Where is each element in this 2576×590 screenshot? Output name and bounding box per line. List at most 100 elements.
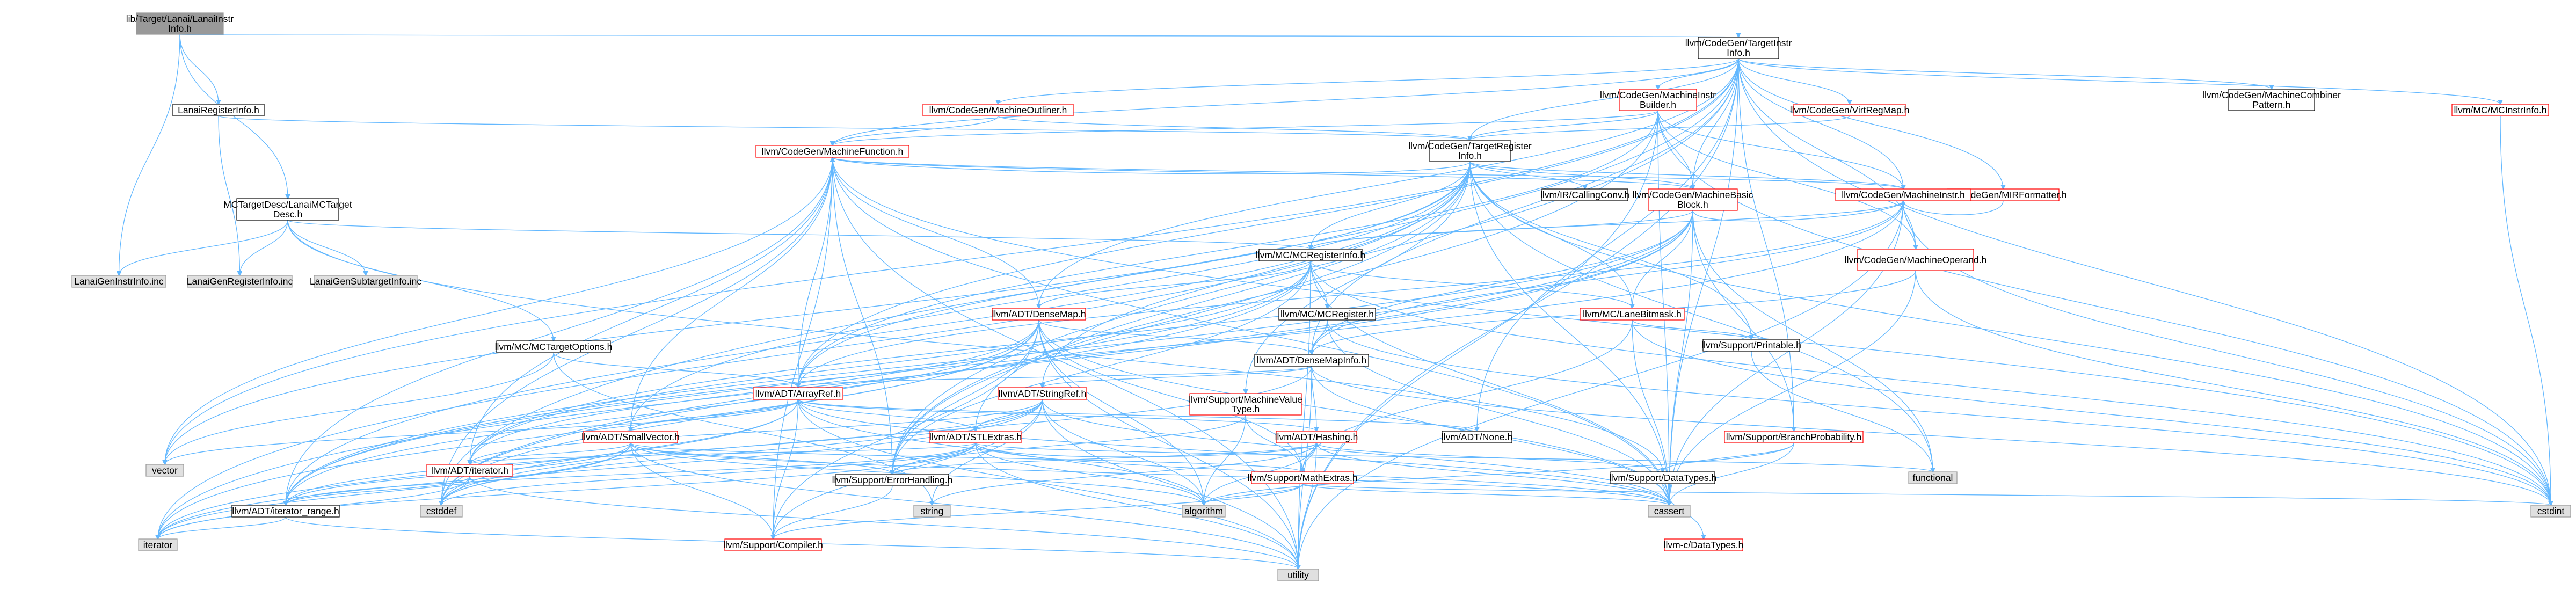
node-none[interactable]: llvm/ADT/None.h xyxy=(1442,431,1512,443)
edge-tri-to-cas xyxy=(1469,161,1669,505)
node-me[interactable]: llvm/Support/MathExtras.h xyxy=(1247,471,1358,484)
edge-ar-to-ste xyxy=(797,399,976,431)
node-lgs[interactable]: LanaiGenSubtargetInfo.inc xyxy=(310,275,421,288)
node-sr[interactable]: llvm/ADT/StringRef.h xyxy=(998,387,1087,400)
edge-mbb-to-bp xyxy=(1692,210,1794,431)
node-algo[interactable]: algorithm xyxy=(1182,505,1226,518)
edge-mcri-to-dm xyxy=(1039,260,1311,308)
edge-ste-to-csd xyxy=(441,442,976,505)
node-lri[interactable]: LanaiRegisterInfo.h xyxy=(172,104,265,116)
node-hs[interactable]: llvm/ADT/Hashing.h xyxy=(1275,431,1358,443)
node-mcto[interactable]: llvm/MC/MCTargetOptions.h xyxy=(495,340,613,353)
edge-tri-to-sv xyxy=(631,161,1471,431)
node-cas[interactable]: cassert xyxy=(1648,505,1691,518)
node-eh[interactable]: llvm/Support/ErrorHandling.h xyxy=(832,474,953,486)
edge-sv-to-util xyxy=(630,442,1299,569)
node-label: llvm/Support/MathExtras.h xyxy=(1247,472,1357,483)
node-box xyxy=(1278,308,1376,321)
edge-dm-to-iter xyxy=(158,319,1039,539)
node-label: llvm/CodeGen/MachineOutliner.h xyxy=(929,105,1067,115)
node-dt[interactable]: llvm/Support/DataTypes.h xyxy=(1609,471,1716,484)
node-ar[interactable]: llvm/ADT/ArrayRef.h xyxy=(753,387,843,400)
node-box xyxy=(992,308,1086,321)
node-vec[interactable]: vector xyxy=(145,464,184,477)
edge-tii-to-mf xyxy=(833,58,1739,145)
node-fn[interactable]: functional xyxy=(1908,471,1958,484)
node-label-line: MCTargetDesc/LanaiMCTarget xyxy=(223,199,352,210)
edge-mirf-to-mi xyxy=(1903,201,2004,215)
node-mcr[interactable]: llvm/MC/MCRegister.h xyxy=(1278,308,1376,321)
node-label-line: iterator xyxy=(143,540,173,550)
node-mo[interactable]: llvm/CodeGen/MachineOperand.h xyxy=(1845,249,1987,271)
node-sv[interactable]: llvm/ADT/SmallVector.h xyxy=(581,431,680,443)
edge-tri-to-mvt xyxy=(1246,161,1471,394)
edge-mbb-to-it xyxy=(470,210,1693,464)
node-box xyxy=(1648,188,1738,211)
node-mf[interactable]: llvm/CodeGen/MachineFunction.h xyxy=(755,145,909,158)
node-label-line: llvm/ADT/iterator.h xyxy=(431,465,508,476)
node-lb[interactable]: llvm/MC/LaneBitmask.h xyxy=(1580,308,1685,321)
node-util[interactable]: utility xyxy=(1277,569,1319,581)
node-comp[interactable]: llvm/Support/Compiler.h xyxy=(723,538,823,551)
node-label: llvm/ADT/None.h xyxy=(1442,432,1512,442)
node-box xyxy=(2451,104,2549,116)
edge-lb-to-pr xyxy=(1632,319,1751,339)
node-label-line: llvm/ADT/StringRef.h xyxy=(999,388,1086,399)
node-lgi[interactable]: LanaiGenInstrInfo.inc xyxy=(71,275,166,288)
node-lgr[interactable]: LanaiGenRegisterInfo.inc xyxy=(187,275,293,288)
node-box xyxy=(1835,188,1971,201)
node-csd[interactable]: cstddef xyxy=(420,505,463,518)
edge-mvt-to-me xyxy=(1245,414,1302,472)
edge-tri-to-mbb xyxy=(1469,161,1693,189)
node-label: llvm/MC/MCInstrInfo.h xyxy=(2454,105,2546,115)
node-ste[interactable]: llvm/ADT/STLExtras.h xyxy=(929,431,1022,443)
edge-dmi-to-ci xyxy=(1311,366,2551,505)
edge-sr-to-iter xyxy=(158,399,1043,539)
node-box xyxy=(1276,431,1357,443)
edge-mi-to-mcri xyxy=(1311,200,1904,249)
node-it[interactable]: llvm/ADT/iterator.h xyxy=(426,464,513,477)
node-dmi[interactable]: llvm/ADT/DenseMapInfo.h xyxy=(1254,354,1369,367)
node-vrm[interactable]: llvm/CodeGen/VirtRegMap.h xyxy=(1790,104,1909,116)
node-box xyxy=(1258,249,1363,261)
node-box xyxy=(1664,538,1743,551)
node-mcii[interactable]: llvm/MC/MCInstrInfo.h xyxy=(2451,104,2549,116)
node-str[interactable]: string xyxy=(913,505,951,518)
edge-tii-to-mio xyxy=(998,58,1739,104)
edge-tri-to-itr xyxy=(286,161,1471,505)
node-mi[interactable]: llvm/CodeGen/MachineInstr.h xyxy=(1835,188,1971,201)
edge-ar-to-util xyxy=(797,399,1299,569)
node-box xyxy=(1724,431,1864,443)
node-bp[interactable]: llvm/Support/BranchProbability.h xyxy=(1724,431,1864,443)
node-label: llvm/ADT/StringRef.h xyxy=(999,388,1086,399)
node-label-line: llvm/CodeGen/MIRFormatter.h xyxy=(1939,190,2066,200)
edge-tii-to-mbb xyxy=(1693,58,1739,189)
node-box xyxy=(753,387,843,400)
node-label: algorithm xyxy=(1184,506,1223,516)
node-mirf[interactable]: llvm/CodeGen/MIRFormatter.h xyxy=(1939,188,2067,201)
node-label: utility xyxy=(1287,570,1309,580)
node-ci[interactable]: cstdint xyxy=(2530,505,2571,518)
node-mcri[interactable]: llvm/MC/MCRegisterInfo.h xyxy=(1256,249,1365,261)
node-pr[interactable]: llvm/Support/Printable.h xyxy=(1701,339,1801,352)
node-box xyxy=(1182,505,1226,518)
node-dm[interactable]: llvm/ADT/DenseMap.h xyxy=(992,308,1086,321)
node-label: llvm/MC/LaneBitmask.h xyxy=(1583,309,1682,319)
node-cc[interactable]: llvm/IR/CallingConv.h xyxy=(1540,188,1629,201)
node-label-line: llvm/CodeGen/MachineInstr xyxy=(1600,90,1716,100)
node-iter[interactable]: iterator xyxy=(138,538,178,551)
node-cdt[interactable]: llvm-c/DataTypes.h xyxy=(1664,538,1744,551)
node-itr[interactable]: llvm/ADT/iterator_range.h xyxy=(231,505,340,518)
edge-mi-to-ci xyxy=(1903,200,2551,505)
node-label-line: algorithm xyxy=(1184,506,1223,516)
node-mio[interactable]: llvm/CodeGen/MachineOutliner.h xyxy=(922,104,1074,116)
edge-mf-to-cas xyxy=(832,157,1670,505)
